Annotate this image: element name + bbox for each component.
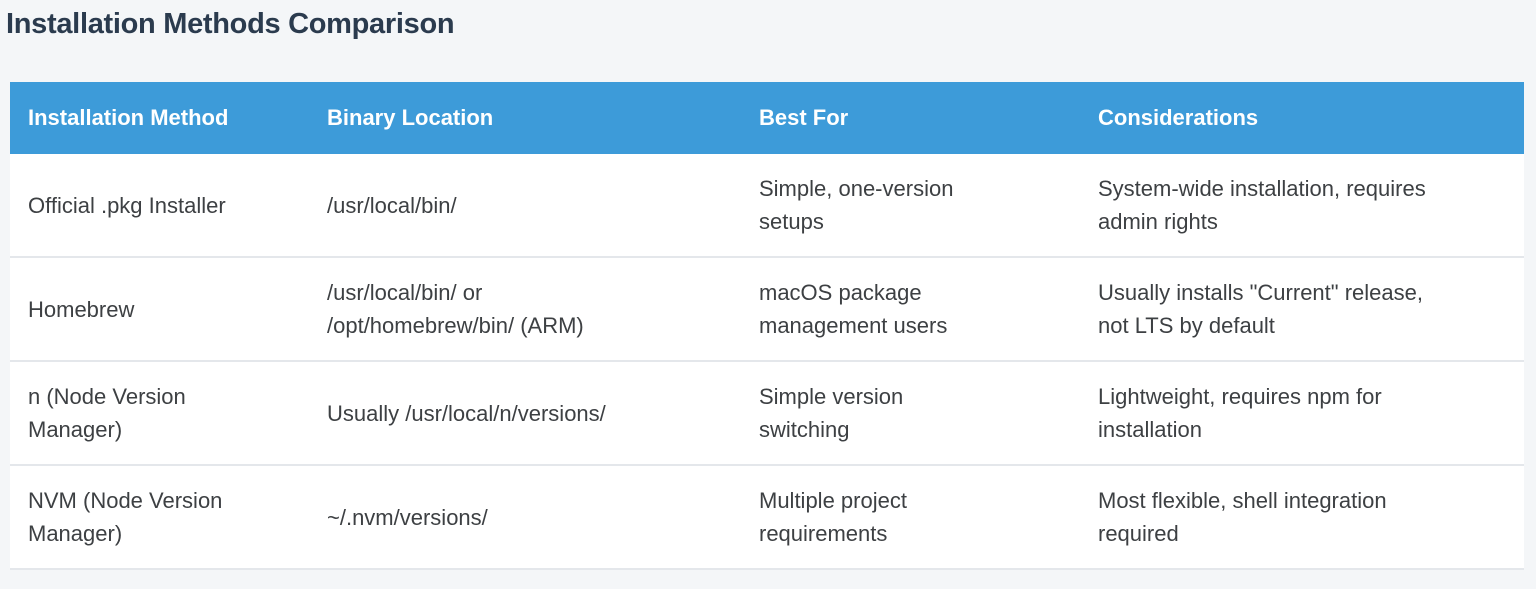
table-body: Official .pkg Installer /usr/local/bin/ … bbox=[10, 154, 1524, 570]
cell-method: Homebrew bbox=[10, 258, 309, 362]
cell-text: Homebrew bbox=[28, 296, 135, 322]
cell-considerations: Most flexible, shell integration require… bbox=[1080, 466, 1524, 570]
cell-considerations: Lightweight, requires npm for installati… bbox=[1080, 362, 1524, 466]
cell-best-for: Multiple project requirements bbox=[741, 466, 1080, 570]
comparison-table: Installation Method Binary Location Best… bbox=[10, 82, 1524, 570]
cell-method: Official .pkg Installer bbox=[10, 154, 309, 258]
column-header-binary-location: Binary Location bbox=[309, 82, 741, 154]
cell-text: /usr/local/bin/ or /opt/homebrew/bin/ (A… bbox=[327, 280, 584, 338]
table-header-row: Installation Method Binary Location Best… bbox=[10, 82, 1524, 154]
cell-text: Most flexible, shell integration require… bbox=[1098, 488, 1387, 546]
cell-best-for: Simple, one-version setups bbox=[741, 154, 1080, 258]
column-header-considerations: Considerations bbox=[1080, 82, 1524, 154]
cell-text: NVM (Node Version Manager) bbox=[28, 488, 223, 546]
cell-text: ~/.nvm/versions/ bbox=[327, 504, 488, 530]
column-header-best-for: Best For bbox=[741, 82, 1080, 154]
table-header: Installation Method Binary Location Best… bbox=[10, 82, 1524, 154]
cell-binary-location: /usr/local/bin/ or /opt/homebrew/bin/ (A… bbox=[309, 258, 741, 362]
cell-best-for: macOS package management users bbox=[741, 258, 1080, 362]
table-row: NVM (Node Version Manager) ~/.nvm/versio… bbox=[10, 466, 1524, 570]
column-header-installation-method: Installation Method bbox=[10, 82, 309, 154]
cell-text: Lightweight, requires npm for installati… bbox=[1098, 384, 1382, 442]
cell-text: /usr/local/bin/ bbox=[327, 192, 457, 218]
cell-considerations: System-wide installation, requires admin… bbox=[1080, 154, 1524, 258]
cell-text: Multiple project requirements bbox=[759, 488, 907, 546]
cell-method: NVM (Node Version Manager) bbox=[10, 466, 309, 570]
cell-text: Usually installs "Current" release, not … bbox=[1098, 280, 1423, 338]
table-row: Official .pkg Installer /usr/local/bin/ … bbox=[10, 154, 1524, 258]
table-row: Homebrew /usr/local/bin/ or /opt/homebre… bbox=[10, 258, 1524, 362]
cell-best-for: Simple version switching bbox=[741, 362, 1080, 466]
cell-text: macOS package management users bbox=[759, 280, 948, 338]
cell-text: System-wide installation, requires admin… bbox=[1098, 176, 1426, 234]
cell-text: Simple, one-version setups bbox=[759, 176, 954, 234]
cell-binary-location: ~/.nvm/versions/ bbox=[309, 466, 741, 570]
cell-binary-location: Usually /usr/local/n/versions/ bbox=[309, 362, 741, 466]
cell-considerations: Usually installs "Current" release, not … bbox=[1080, 258, 1524, 362]
cell-text: Simple version switching bbox=[759, 384, 904, 442]
cell-text: Official .pkg Installer bbox=[28, 192, 226, 218]
cell-text: n (Node Version Manager) bbox=[28, 384, 186, 442]
page-title: Installation Methods Comparison bbox=[6, 8, 455, 40]
cell-binary-location: /usr/local/bin/ bbox=[309, 154, 741, 258]
cell-text: Usually /usr/local/n/versions/ bbox=[327, 400, 606, 426]
cell-method: n (Node Version Manager) bbox=[10, 362, 309, 466]
table-row: n (Node Version Manager) Usually /usr/lo… bbox=[10, 362, 1524, 466]
